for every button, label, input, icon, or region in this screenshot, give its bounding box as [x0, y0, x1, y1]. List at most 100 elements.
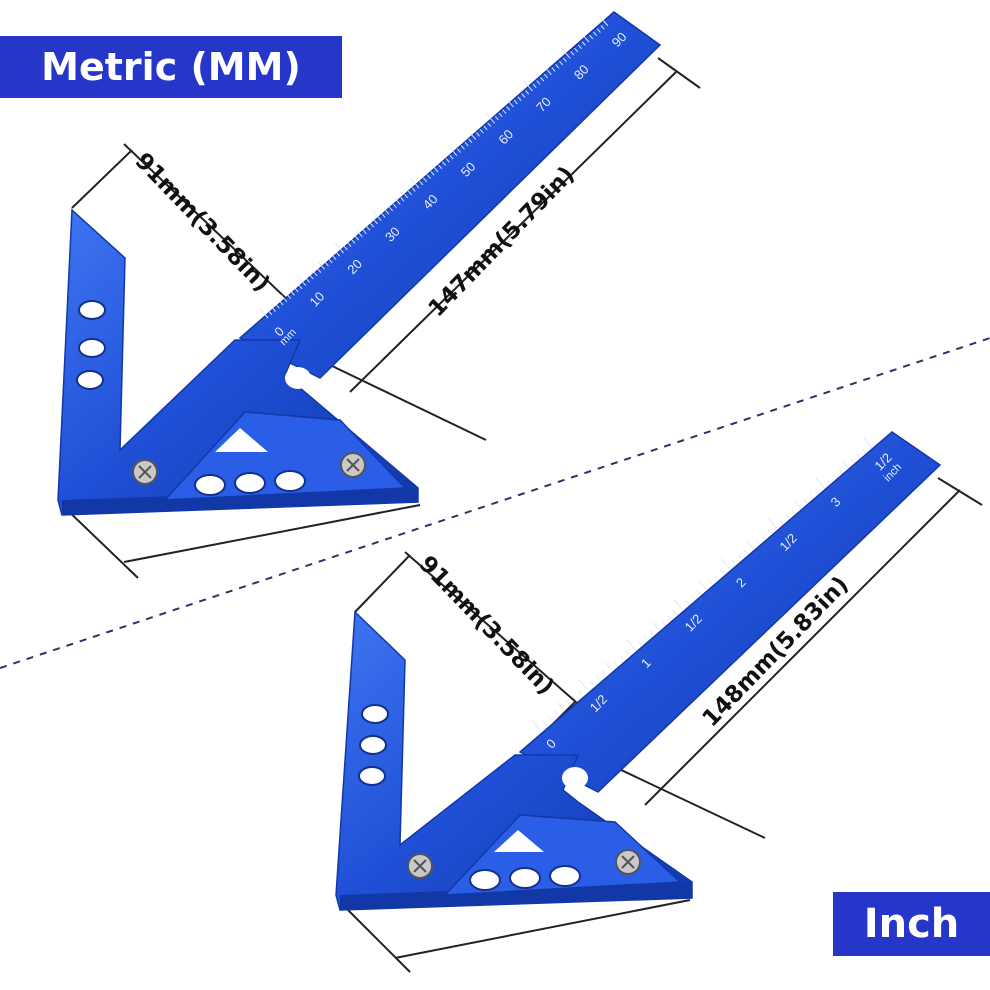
scale-tick	[294, 287, 299, 293]
metric-blade	[238, 11, 662, 379]
scale-tick	[832, 474, 837, 479]
scale-tick	[578, 679, 588, 691]
scale-tick	[355, 236, 360, 241]
scale-tick	[826, 479, 831, 484]
scale-tick	[562, 57, 567, 63]
scale-tick	[613, 660, 618, 665]
scale-tick	[313, 271, 318, 277]
scale-tick	[637, 640, 642, 645]
scale-tick	[574, 47, 579, 53]
scale-tick	[577, 44, 582, 50]
scale-tick	[660, 620, 665, 625]
scale-tick	[279, 300, 284, 306]
metric-base-holes	[194, 470, 306, 496]
scale-tick	[485, 113, 496, 124]
scale-tick	[334, 242, 344, 254]
scale-tick	[601, 670, 606, 675]
scale-tick	[271, 307, 276, 312]
inch-scale-ticks	[531, 437, 873, 731]
scale-tick	[449, 154, 454, 160]
metric-screw-left	[132, 459, 158, 485]
scale-tick	[593, 31, 598, 37]
inch-screw-left	[407, 853, 433, 879]
scale-tick	[768, 518, 778, 529]
scale-tick	[498, 112, 503, 118]
scale-tick	[502, 109, 507, 114]
inch-screw-right	[615, 849, 641, 875]
scale-tick	[479, 128, 484, 134]
scale-tick	[767, 529, 772, 534]
scale-tick	[362, 229, 367, 234]
scale-tick	[513, 99, 518, 105]
scale-tick	[305, 278, 310, 283]
divider-line	[0, 337, 990, 669]
scale-tick	[779, 519, 784, 524]
scale-tick	[366, 226, 371, 231]
scale-tick	[296, 275, 307, 286]
scale-tick	[581, 41, 586, 46]
scale-tick	[850, 458, 855, 464]
scale-tick	[720, 558, 731, 570]
scale-tick	[468, 138, 473, 144]
scale-tick	[737, 554, 742, 560]
scale-tick	[589, 680, 594, 686]
scale-tick	[400, 197, 405, 202]
scale-tick	[561, 48, 571, 59]
metric-brace	[163, 411, 407, 501]
scale-tick	[475, 132, 480, 137]
scale-tick	[542, 720, 547, 726]
scale-tick	[280, 294, 288, 303]
scale-tick	[410, 178, 420, 189]
scale-tick	[755, 539, 760, 545]
scale-tick	[794, 501, 802, 509]
scale-tick	[540, 77, 545, 82]
scale-tick	[487, 122, 492, 127]
scale-tick	[370, 223, 375, 228]
scale-tick	[856, 453, 861, 459]
scale-tick	[441, 161, 446, 166]
inch-base-holes	[469, 865, 581, 891]
scale-tick	[743, 549, 748, 555]
metric-base-dimension	[61, 504, 421, 579]
inch-blade	[518, 431, 942, 793]
scale-tick	[445, 158, 450, 163]
inch-blade-dimension	[599, 477, 983, 839]
scale-tick	[469, 132, 477, 140]
scale-tick	[523, 80, 533, 92]
scale-tick	[559, 60, 564, 66]
scale-tick	[372, 210, 382, 221]
scale-tick	[517, 96, 522, 101]
scale-tick	[625, 650, 630, 655]
scale-tick	[332, 255, 337, 260]
scale-tick	[582, 35, 590, 43]
inch-side-holes	[358, 704, 389, 786]
scale-tick	[785, 514, 790, 519]
scale-tick	[393, 197, 401, 205]
scale-tick	[536, 80, 541, 85]
scale-tick	[532, 83, 537, 88]
scale-tick	[457, 148, 462, 153]
scale-tick	[494, 115, 499, 121]
scale-tick	[862, 448, 867, 454]
scale-tick	[548, 715, 553, 721]
metric-brace-cutout	[215, 428, 268, 452]
scale-tick	[423, 177, 428, 183]
scale-tick	[431, 164, 439, 173]
scale-tick	[673, 598, 683, 610]
inch-slot	[562, 767, 588, 789]
scale-tick	[318, 262, 326, 270]
scale-tick	[557, 702, 565, 711]
scale-tick	[809, 494, 814, 499]
scale-tick	[554, 710, 559, 716]
scale-tick	[589, 34, 594, 40]
inch-base-dimension	[337, 899, 691, 973]
scale-tick	[381, 213, 386, 218]
scale-tick	[385, 210, 390, 215]
scale-tick	[419, 180, 424, 186]
scale-tick	[407, 190, 412, 196]
scale-tick	[309, 274, 314, 280]
scale-tick	[619, 655, 624, 660]
scale-tick	[815, 489, 820, 494]
scale-tick	[570, 51, 575, 56]
